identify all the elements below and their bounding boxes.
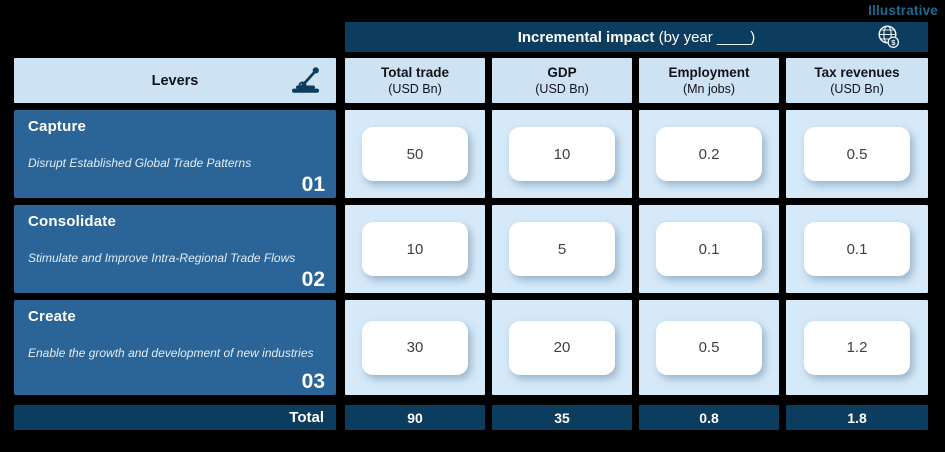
total-value: 90: [345, 405, 485, 430]
lever-number: 02: [301, 267, 325, 291]
impact-table: Incremental impact (by year ____) $ Leve…: [14, 22, 928, 430]
value-cell: 0.5: [786, 110, 928, 198]
impact-title-bold: Incremental impact: [517, 28, 655, 46]
column-header-gdp: GDP (USD Bn): [492, 58, 632, 103]
globe-dollar-icon: $: [876, 24, 902, 50]
impact-title-rest: (by year ____): [654, 28, 756, 46]
lever-description: Enable the growth and development of new…: [28, 346, 314, 360]
levers-header-label: Levers: [151, 72, 199, 89]
lever-name: Create: [28, 308, 76, 325]
lever-description: Disrupt Established Global Trade Pattern…: [28, 156, 252, 170]
value-cell: 10: [492, 110, 632, 198]
value-cell: 1.2: [786, 300, 928, 395]
value-cell: 5: [492, 205, 632, 293]
lever-icon: [289, 65, 323, 95]
column-unit: (USD Bn): [830, 82, 884, 96]
impact-header-bar: Incremental impact (by year ____) $: [345, 22, 928, 52]
column-label: Total trade: [380, 65, 449, 80]
value-box: 0.5: [804, 127, 910, 181]
value-box: 0.1: [656, 222, 762, 276]
total-value: 1.8: [786, 405, 928, 430]
value-box: 20: [509, 320, 615, 375]
column-header-total-trade: Total trade (USD Bn): [345, 58, 485, 103]
value-cell: 0.5: [639, 300, 779, 395]
lever-number: 01: [301, 172, 325, 196]
impact-title: Incremental impact (by year ____): [518, 29, 756, 46]
value-cell: 20: [492, 300, 632, 395]
value-cell: 0.1: [639, 205, 779, 293]
column-label: GDP: [547, 65, 577, 80]
value-cell: 0.1: [786, 205, 928, 293]
column-header-tax-revenues: Tax revenues (USD Bn): [786, 58, 928, 103]
value-box: 5: [509, 222, 615, 276]
total-value: 0.8: [639, 405, 779, 430]
value-cell: 50: [345, 110, 485, 198]
illustrative-label: Illustrative: [868, 3, 938, 18]
lever-card-capture: Capture Disrupt Established Global Trade…: [14, 110, 336, 198]
value-box: 10: [362, 222, 468, 276]
lever-card-consolidate: Consolidate Stimulate and Improve Intra-…: [14, 205, 336, 293]
lever-name: Capture: [28, 118, 87, 135]
svg-text:$: $: [891, 38, 896, 47]
column-unit: (Mn jobs): [682, 82, 736, 96]
value-box: 0.5: [656, 320, 762, 375]
levers-header: Levers: [14, 58, 336, 103]
lever-description: Stimulate and Improve Intra-Regional Tra…: [28, 251, 296, 265]
value-cell: 0.2: [639, 110, 779, 198]
value-cell: 30: [345, 300, 485, 395]
total-value: 35: [492, 405, 632, 430]
column-label: Tax revenues: [814, 65, 900, 80]
value-box: 30: [362, 320, 468, 375]
column-unit: (USD Bn): [535, 82, 589, 96]
lever-card-create: Create Enable the growth and development…: [14, 300, 336, 395]
value-box: 0.2: [656, 127, 762, 181]
value-box: 50: [362, 127, 468, 181]
value-cell: 10: [345, 205, 485, 293]
lever-number: 03: [301, 369, 325, 393]
lever-name: Consolidate: [28, 213, 117, 230]
column-header-employment: Employment (Mn jobs): [639, 58, 779, 103]
value-box: 1.2: [804, 320, 910, 375]
column-label: Employment: [668, 65, 750, 80]
total-label: Total: [14, 405, 336, 430]
column-unit: (USD Bn): [388, 82, 442, 96]
value-box: 10: [509, 127, 615, 181]
value-box: 0.1: [804, 222, 910, 276]
